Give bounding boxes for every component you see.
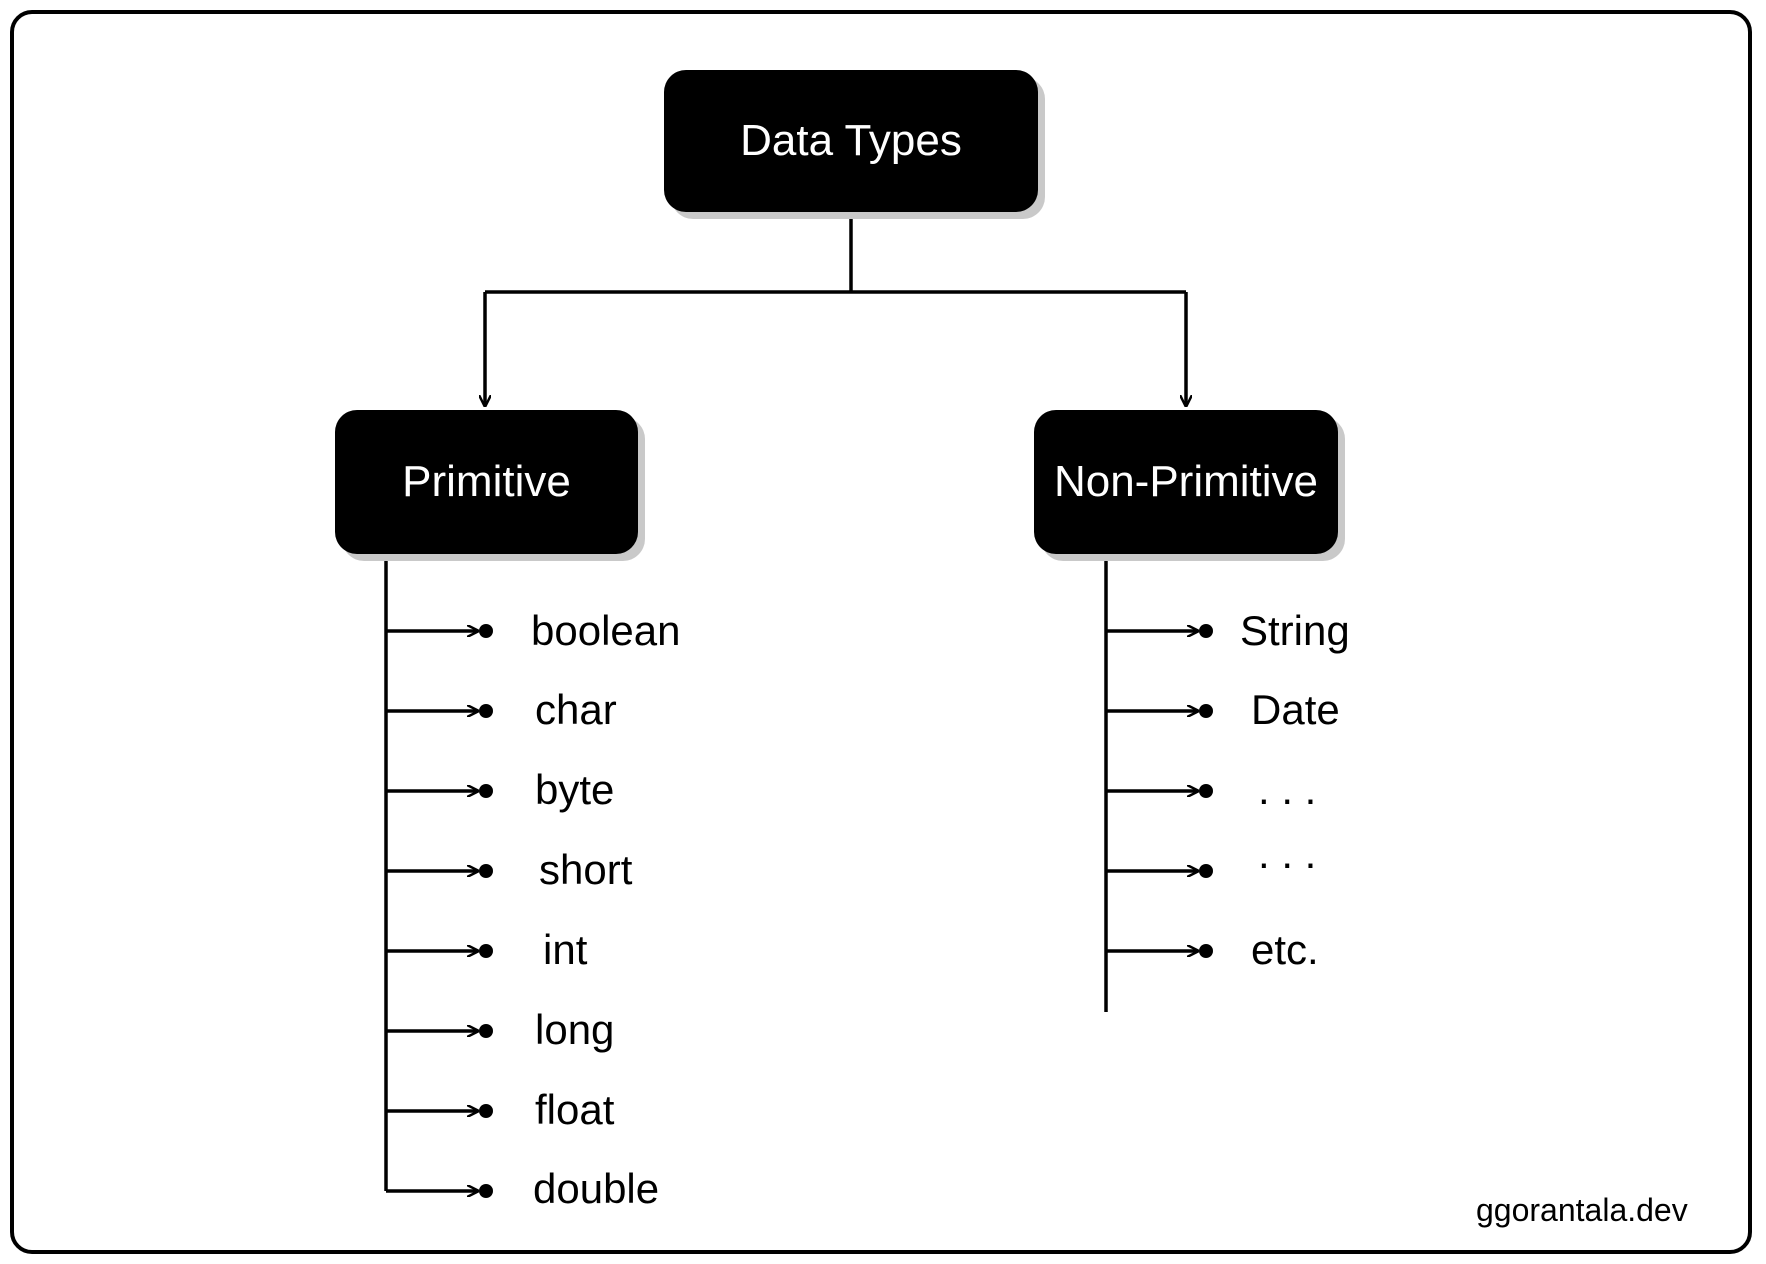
branch-dot [479,1024,493,1038]
credit-text: ggorantala.dev [1476,1192,1688,1228]
primitive-label: Primitive [402,457,571,506]
branch-dot [1199,704,1213,718]
primitive-item: long [535,1006,615,1053]
branch-dot [1199,864,1213,878]
data-types-label: Data Types [740,116,962,165]
non-primitive-branch [1106,624,1213,638]
primitive-branch [386,624,493,638]
non-primitive-item: String [1240,607,1350,654]
primitive-branch [386,864,493,878]
branch-dot [1199,624,1213,638]
branch-dot [479,704,493,718]
non-primitive-branches [1106,624,1213,958]
non-primitive-branch [1106,864,1213,878]
primitive-item: byte [535,766,615,813]
branch-dot [479,1184,493,1198]
branch-dot [479,1104,493,1118]
primitive-branches [386,624,493,1198]
data-types-node: Data Types [664,70,1038,212]
primitive-branch [386,944,493,958]
primitive-item: boolean [531,607,681,654]
diagram-frame [10,10,1752,1254]
primitive-item: int [543,926,588,973]
non-primitive-item: . . . [1258,766,1317,813]
non-primitive-item: etc. [1251,926,1319,973]
non-primitive-branch [1106,784,1213,798]
primitive-branch [386,704,493,718]
non-primitive-branch [1106,704,1213,718]
primitive-branch [386,1024,493,1038]
non-primitive-item: Date [1251,686,1340,733]
non-primitive-branch [1106,944,1213,958]
non-primitive-node: Non-Primitive [1034,410,1338,554]
branch-dot [479,784,493,798]
primitive-branch [386,1184,493,1198]
primitive-item: float [535,1086,615,1133]
branch-dot [1199,784,1213,798]
primitive-item: short [539,846,633,893]
primitive-branch [386,784,493,798]
primitive-branch [386,1104,493,1118]
primitive-item: double [533,1165,660,1212]
primitive-item: char [535,686,617,733]
non-primitive-item: . . . [1258,830,1317,877]
non-primitive-label: Non-Primitive [1053,457,1319,506]
branch-dot [479,864,493,878]
primitive-node: Primitive [335,410,638,554]
branch-dot [479,944,493,958]
branch-dot [1199,944,1213,958]
branch-dot [479,624,493,638]
